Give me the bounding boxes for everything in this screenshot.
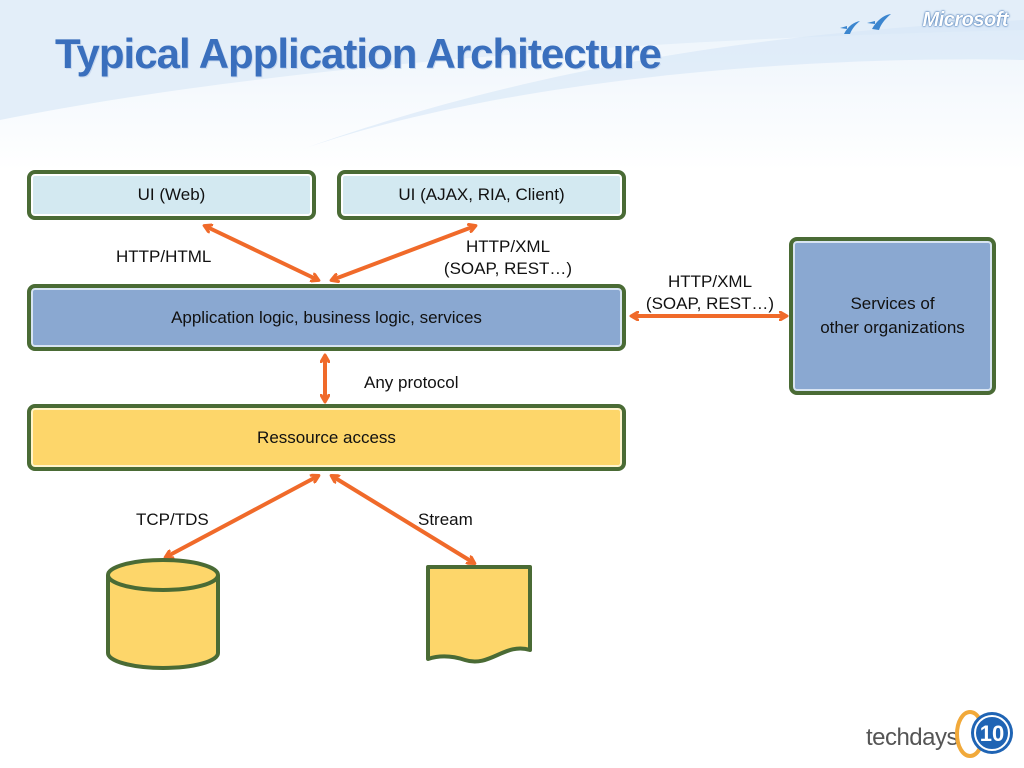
http-xml-ui-line1: HTTP/XML bbox=[465, 237, 551, 256]
stream-label: Stream bbox=[418, 510, 473, 529]
app-logic-label: Application logic, business logic, servi… bbox=[171, 307, 482, 327]
bird-icon bbox=[844, 21, 860, 34]
page-title: Typical Application Architecture bbox=[55, 30, 662, 77]
database-icon bbox=[106, 558, 220, 670]
arrow-ui-ajax-app bbox=[332, 226, 475, 280]
arrow-ui-web-app bbox=[205, 226, 318, 280]
bird-icon bbox=[872, 14, 891, 30]
services-other-line2: other organizations bbox=[820, 318, 965, 337]
http-xml-services-line1: HTTP/XML bbox=[667, 272, 753, 291]
services-other-line1: Services of bbox=[850, 294, 935, 313]
services-other-box: Services of other organizations bbox=[789, 237, 996, 395]
microsoft-logo bbox=[840, 14, 891, 34]
http-html-label: HTTP/HTML bbox=[116, 247, 212, 266]
ui-ajax-box: UI (AJAX, RIA, Client) bbox=[337, 170, 626, 220]
arrow-resource-file bbox=[332, 476, 474, 563]
ui-ajax-label: UI (AJAX, RIA, Client) bbox=[398, 185, 565, 204]
http-xml-services-line2: (SOAP, REST…) bbox=[645, 294, 775, 313]
techdays-edition: 10 bbox=[980, 721, 1004, 746]
ui-web-label: UI (Web) bbox=[137, 185, 206, 204]
http-xml-label-ui: HTTP/XML (SOAP, REST…) bbox=[420, 236, 596, 280]
any-protocol-label: Any protocol bbox=[364, 373, 459, 392]
document-icon bbox=[426, 565, 532, 664]
resource-access-label: Ressource access bbox=[257, 427, 396, 447]
techdays-brand: techdays bbox=[865, 724, 959, 751]
techdays-badge-icon: 10 bbox=[955, 710, 1013, 758]
http-xml-ui-line2: (SOAP, REST…) bbox=[443, 259, 573, 278]
ui-web-box: UI (Web) bbox=[27, 170, 316, 220]
app-logic-box: Application logic, business logic, servi… bbox=[27, 284, 626, 351]
resource-access-box: Ressource access bbox=[27, 404, 626, 471]
arrow-resource-db bbox=[166, 476, 318, 557]
tcp-tds-label: TCP/TDS bbox=[136, 510, 209, 529]
http-xml-label-services: HTTP/XML (SOAP, REST…) bbox=[622, 271, 798, 315]
microsoft-brand: Microsoft bbox=[922, 9, 1009, 31]
